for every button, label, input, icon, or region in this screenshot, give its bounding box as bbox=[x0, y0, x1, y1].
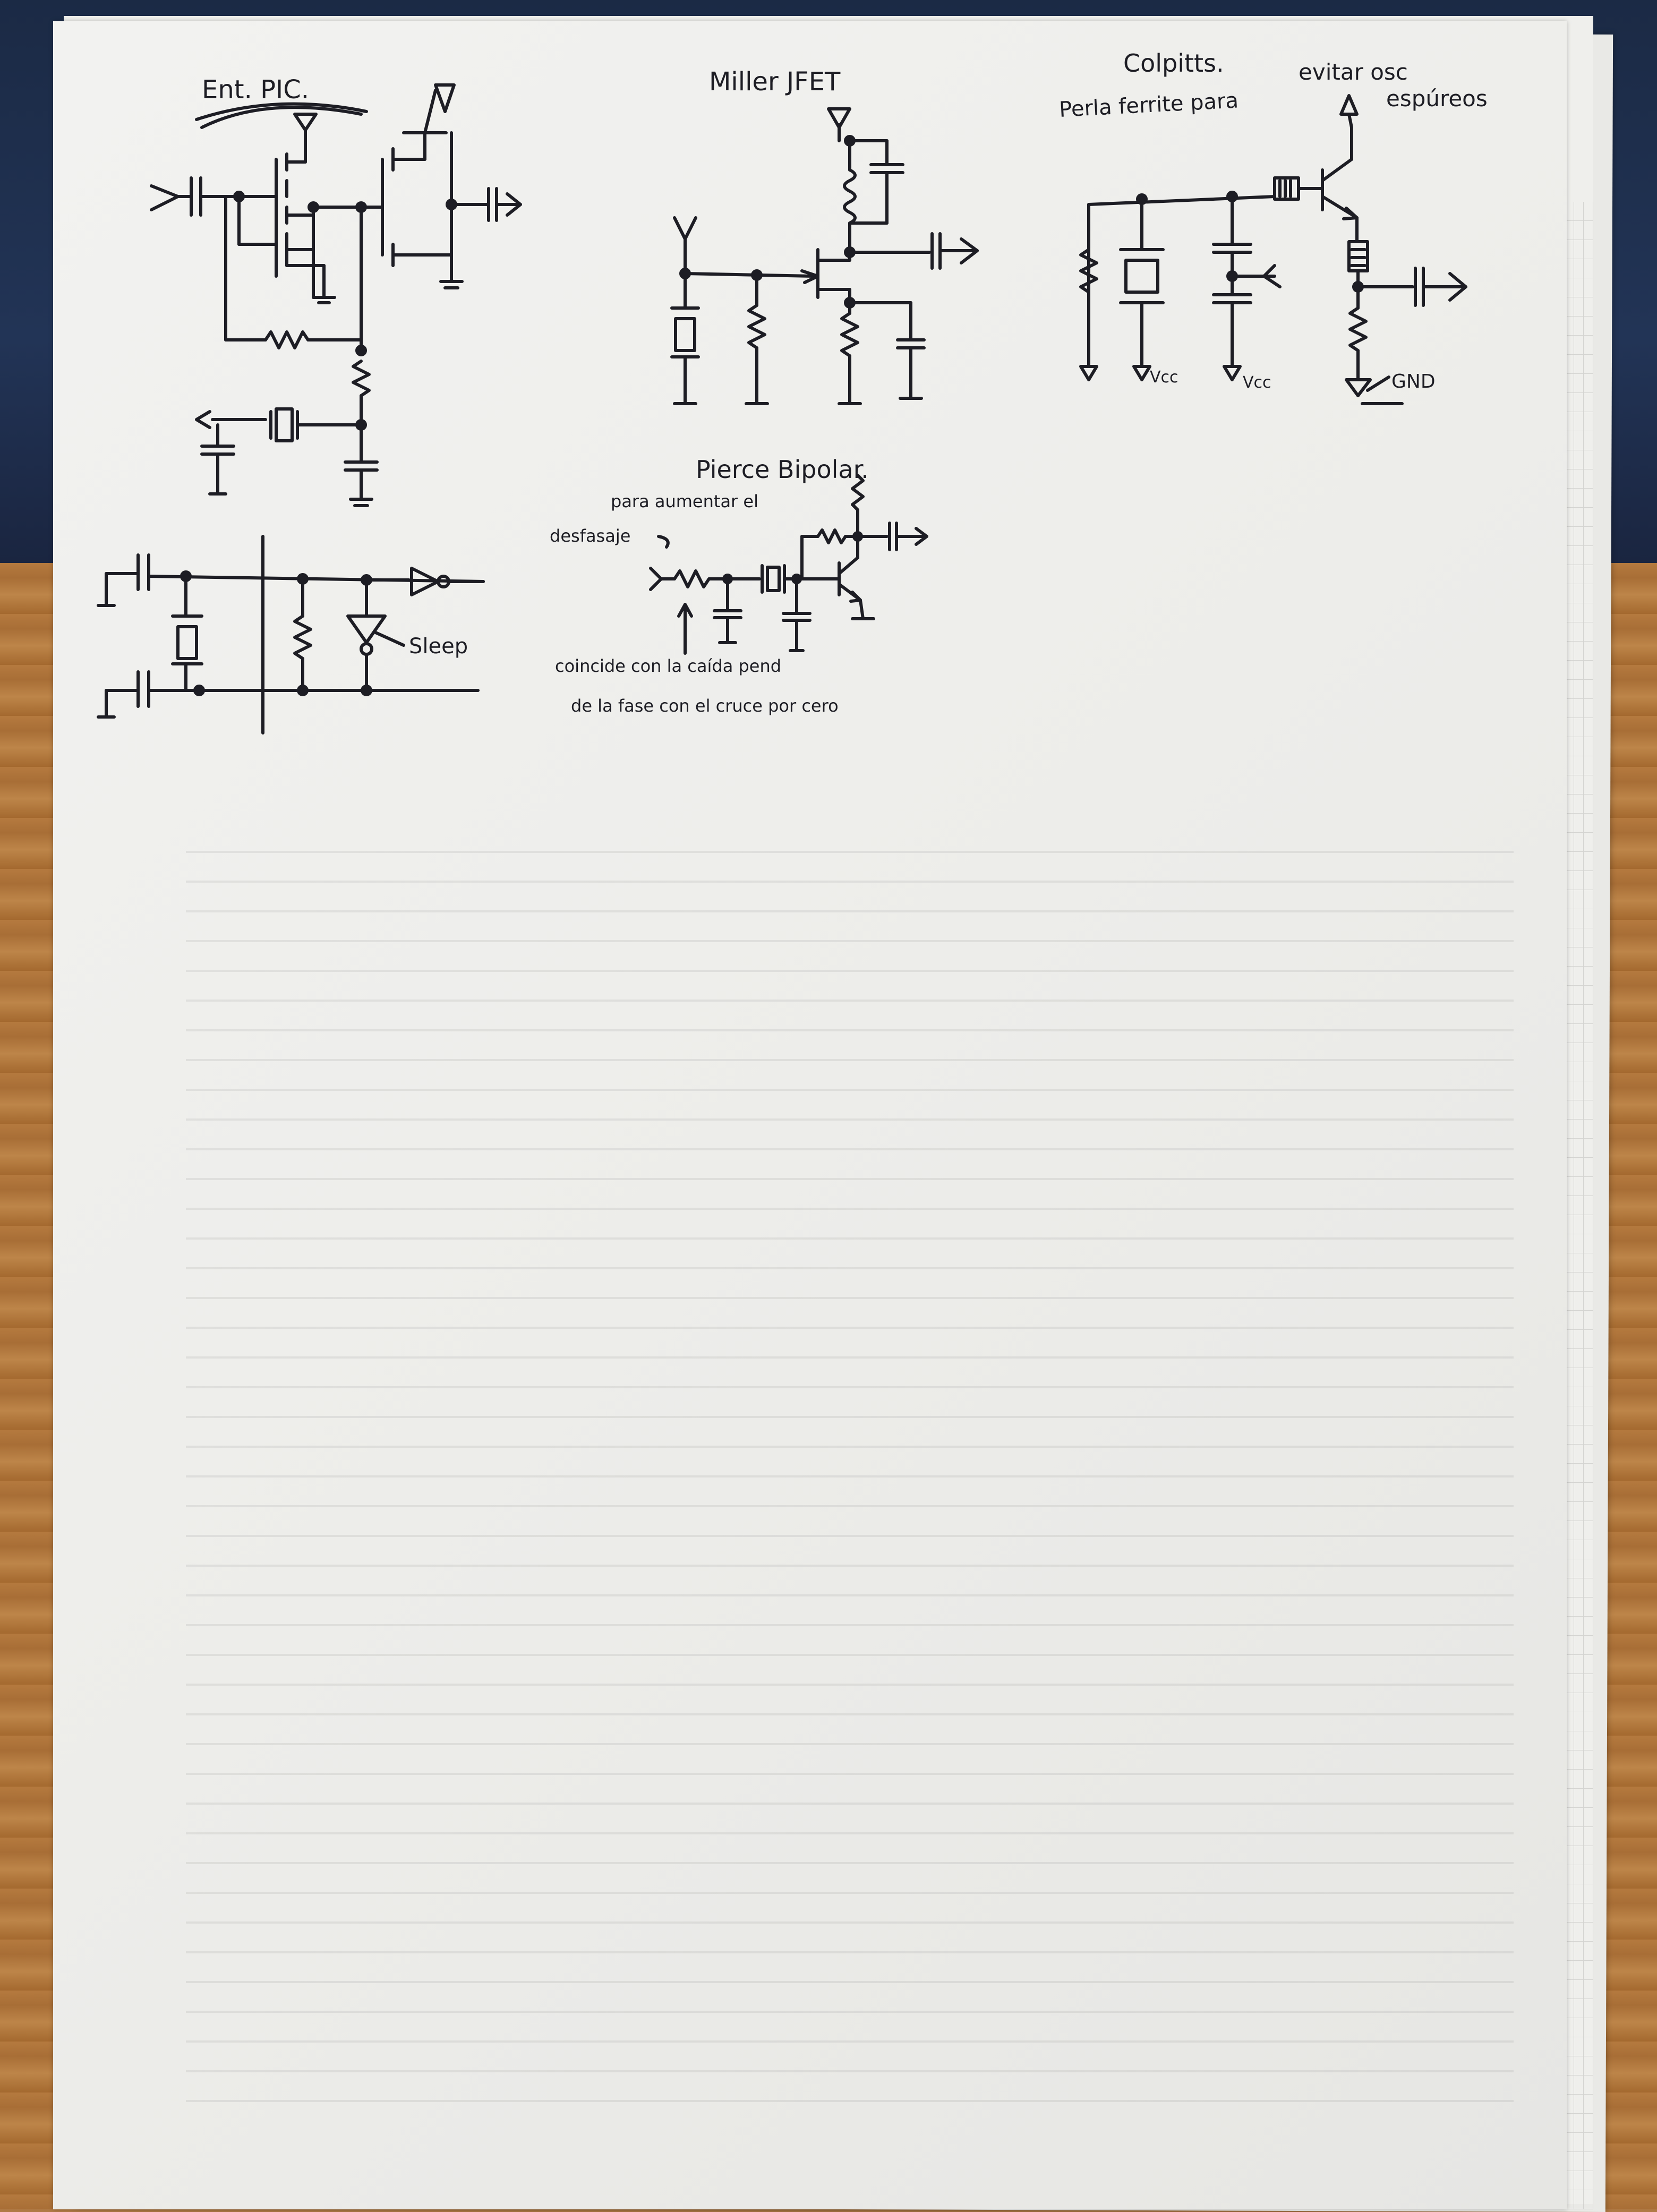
colpitts-schematic bbox=[1079, 94, 1467, 405]
pierce-note-line2: desfasaje bbox=[550, 526, 630, 546]
graph-paper-edge bbox=[1564, 202, 1593, 2209]
pierce-title: Pierce Bipolar. bbox=[696, 455, 869, 484]
colpitts-note-line2: Perla ferrite para bbox=[1058, 88, 1239, 122]
bleed-through-text bbox=[186, 823, 1514, 2124]
inverter-oscillator-schematic bbox=[97, 535, 485, 735]
colpitts-note-line1: evitar osc bbox=[1299, 59, 1408, 85]
pic-input-schematic bbox=[150, 83, 522, 507]
paper-sheet bbox=[53, 21, 1567, 2209]
pic-title: Ent. PIC. bbox=[202, 75, 309, 105]
pierce-footer-line1: coincide con la caída pend bbox=[555, 656, 781, 676]
pierce-bipolar-schematic bbox=[649, 474, 928, 655]
miller-title: Miller JFET bbox=[709, 67, 841, 97]
miller-jfet-schematic bbox=[670, 107, 979, 405]
colpitts-title: Colpitts. bbox=[1123, 49, 1224, 78]
colpitts-note-line3: espúreos bbox=[1386, 86, 1488, 112]
pierce-footer-line2: de la fase con el cruce por cero bbox=[571, 696, 839, 716]
gnd-label: GND bbox=[1391, 371, 1436, 392]
vcc-label-2: Vcc bbox=[1243, 373, 1271, 392]
sleep-label: Sleep bbox=[409, 634, 468, 659]
pierce-note-line1: para aumentar el bbox=[611, 491, 758, 511]
vcc-label-1: Vcc bbox=[1150, 368, 1178, 387]
